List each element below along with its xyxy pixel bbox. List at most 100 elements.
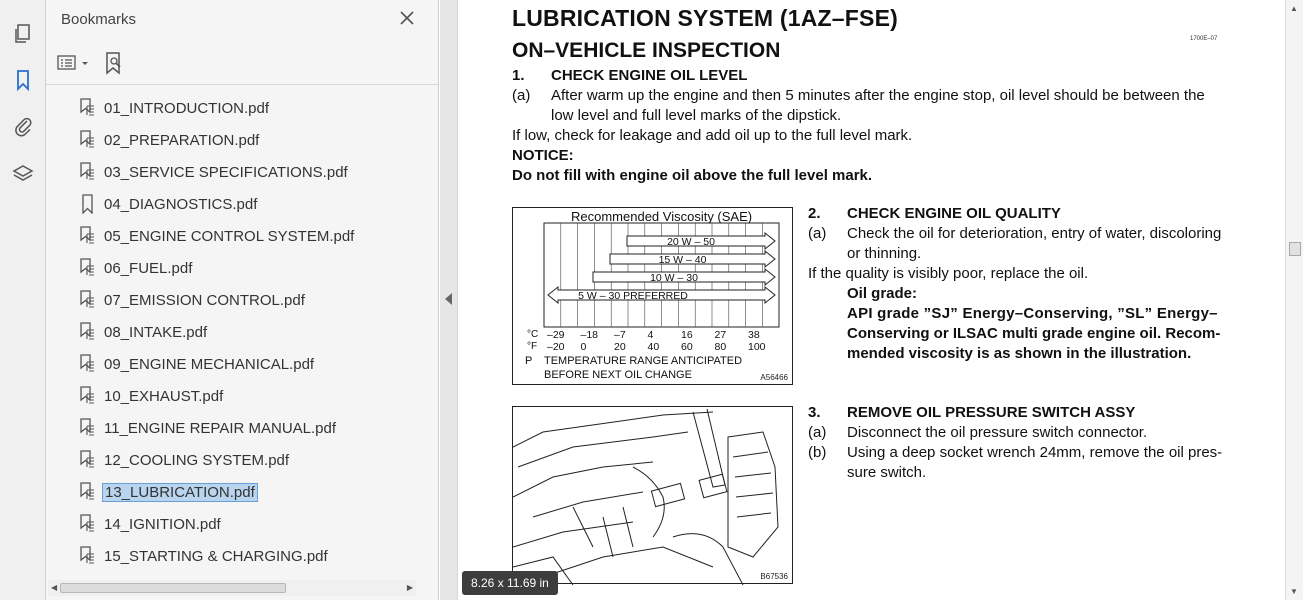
- bookmark-tree-icon: [78, 161, 98, 183]
- navigation-rail: [0, 0, 46, 600]
- horizontal-scroll-thumb[interactable]: [60, 583, 286, 593]
- bookmark-tree-icon: [78, 513, 98, 535]
- page-code: 1700E–07: [1190, 36, 1218, 42]
- temperature-note-1: TEMPERATURE RANGE ANTICIPATED: [544, 355, 743, 367]
- bookmark-label: 14_IGNITION.pdf: [104, 515, 221, 533]
- bookmark-item[interactable]: 03_SERVICE SPECIFICATIONS.pdf: [74, 160, 414, 184]
- step2a-line2: or thinning.: [847, 245, 922, 262]
- viscosity-bar: [609, 249, 776, 269]
- step3-title: REMOVE OIL PRESSURE SWITCH ASSY: [847, 404, 1136, 421]
- step1a-line2: low level and full level marks of the di…: [551, 107, 842, 124]
- bookmark-item[interactable]: 07_EMISSION CONTROL.pdf: [74, 288, 414, 312]
- scroll-left-arrow-icon[interactable]: ◀: [51, 583, 58, 592]
- document-vertical-scrollbar[interactable]: ▲ ▼: [1285, 0, 1303, 600]
- notice-label: NOTICE:: [512, 147, 574, 164]
- bookmark-item[interactable]: 04_DIAGNOSTICS.pdf: [74, 192, 414, 216]
- viscosity-bar-label: 5 W – 30 PREFERRED: [578, 290, 688, 302]
- bookmark-label: 06_FUEL.pdf: [104, 259, 193, 277]
- step1a-line1: After warm up the engine and then 5 minu…: [551, 87, 1205, 104]
- bookmarks-horizontal-scrollbar[interactable]: ◀ ▶: [48, 580, 416, 596]
- options-menu-button[interactable]: [56, 50, 92, 76]
- viscosity-bar-label: 15 W – 40: [659, 254, 707, 266]
- step3a-mark: (a): [808, 424, 827, 441]
- bookmark-item[interactable]: 09_ENGINE MECHANICAL.pdf: [74, 352, 414, 376]
- bookmark-label: 08_INTAKE.pdf: [104, 323, 208, 341]
- viscosity-chart-title: Recommended Viscosity (SAE): [571, 209, 753, 224]
- bookmark-tree-icon: [78, 257, 98, 279]
- viscosity-figure: 20 W – 50 15 W – 40 10 W – 30 5 W – 30 PREF…: [512, 207, 793, 385]
- pages-icon[interactable]: [9, 20, 37, 48]
- bookmark-label: 01_INTRODUCTION.pdf: [104, 99, 270, 117]
- step1a-mark: (a): [512, 87, 531, 104]
- scroll-up-arrow-icon[interactable]: ▲: [1290, 4, 1298, 13]
- bookmark-item[interactable]: 14_IGNITION.pdf: [74, 512, 414, 536]
- celsius-tick-label: 38: [748, 329, 760, 341]
- bookmark-tree-icon: [78, 225, 98, 247]
- step3a-text: Disconnect the oil pressure switch conne…: [847, 424, 1148, 441]
- bookmark-tree-icon: [78, 321, 98, 343]
- step2-title: CHECK ENGINE OIL QUALITY: [847, 205, 1061, 222]
- bookmark-item[interactable]: 05_ENGINE CONTROL SYSTEM.pdf: [74, 224, 414, 248]
- bookmark-label: 05_ENGINE CONTROL SYSTEM.pdf: [104, 227, 355, 245]
- bookmark-tree-icon: [78, 97, 98, 119]
- document-scroll-thumb[interactable]: [1289, 242, 1301, 256]
- step3b-line1: Using a deep socket wrench 24mm, remove …: [847, 444, 1223, 461]
- attachment-icon[interactable]: [9, 112, 37, 140]
- step1-low-text: If low, check for leakage and add oil up…: [512, 127, 913, 144]
- collapse-arrow-icon[interactable]: [445, 293, 452, 305]
- notice-text: Do not fill with engine oil above the fu…: [512, 167, 873, 184]
- close-icon[interactable]: [398, 9, 416, 27]
- bookmark-label: 12_COOLING SYSTEM.pdf: [104, 451, 290, 469]
- bookmark-label: 10_EXHAUST.pdf: [104, 387, 224, 405]
- bookmark-item[interactable]: 02_PREPARATION.pdf: [74, 128, 414, 152]
- bookmark-tree-icon: [78, 481, 98, 503]
- bookmark-label: 07_EMISSION CONTROL.pdf: [104, 291, 305, 309]
- bookmark-tree-icon: [78, 129, 98, 151]
- viscosity-bar-label: 20 W – 50: [667, 236, 715, 248]
- fahrenheit-tick-label: 80: [714, 341, 727, 353]
- new-bookmark-button[interactable]: [102, 50, 126, 76]
- bookmark-tree-icon: [78, 353, 98, 375]
- figure-code: B67536: [760, 572, 788, 581]
- bookmark-item[interactable]: 11_ENGINE REPAIR MANUAL.pdf: [74, 416, 414, 440]
- oil-grade-line: Conserving or ILSAC multi grade engine o…: [847, 325, 1221, 342]
- bookmark-tree-icon: [78, 385, 98, 407]
- bookmark-label: 03_SERVICE SPECIFICATIONS.pdf: [104, 163, 348, 181]
- celsius-tick-label: 27: [714, 329, 727, 341]
- scroll-right-arrow-icon[interactable]: ▶: [406, 583, 413, 592]
- layers-icon[interactable]: [9, 160, 37, 188]
- bookmark-label: 13_LUBRICATION.pdf: [102, 482, 258, 502]
- fahrenheit-tick-label: 100: [748, 341, 766, 353]
- step2a-line1: Check the oil for deterioration, entry o…: [847, 225, 1222, 242]
- viscosity-chart: 20 W – 50 15 W – 40 10 W – 30 5 W – 30 PREF…: [543, 222, 780, 328]
- document-page: LUBRICATION SYSTEM (1AZ–FSE) 1700E–07 ON…: [459, 0, 1284, 600]
- bookmark-item[interactable]: 13_LUBRICATION.pdf: [74, 480, 414, 504]
- bookmark-item[interactable]: 08_INTAKE.pdf: [74, 320, 414, 344]
- page-title: LUBRICATION SYSTEM (1AZ–FSE): [512, 5, 898, 31]
- collapse-panel-handle[interactable]: [440, 0, 458, 600]
- oil-grade-label: Oil grade:: [847, 285, 918, 302]
- bookmark-item[interactable]: 01_INTRODUCTION.pdf: [74, 96, 414, 120]
- section-heading: ON–VEHICLE INSPECTION: [512, 39, 781, 62]
- oil-grade-line: mended viscosity is as shown in the illu…: [847, 345, 1192, 362]
- fahrenheit-label: °F: [527, 341, 538, 352]
- step1-number: 1.: [512, 67, 525, 84]
- scroll-down-arrow-icon[interactable]: ▼: [1290, 587, 1298, 596]
- bookmark-item[interactable]: 06_FUEL.pdf: [74, 256, 414, 280]
- bookmark-icon[interactable]: [9, 66, 37, 94]
- step1-title: CHECK ENGINE OIL LEVEL: [551, 67, 748, 84]
- viscosity-bar-label: 10 W – 30: [650, 272, 698, 284]
- bookmark-item[interactable]: 10_EXHAUST.pdf: [74, 384, 414, 408]
- step2a-mark: (a): [808, 225, 827, 242]
- figure-code: A56466: [760, 373, 788, 382]
- fahrenheit-tick-label: 60: [681, 341, 693, 353]
- bookmark-item[interactable]: 15_STARTING & CHARGING.pdf: [74, 544, 414, 568]
- fahrenheit-tick-label: –20: [547, 341, 565, 353]
- bookmark-item[interactable]: 12_COOLING SYSTEM.pdf: [74, 448, 414, 472]
- viscosity-bar: [547, 285, 776, 305]
- bookmark-label: 11_ENGINE REPAIR MANUAL.pdf: [104, 419, 337, 437]
- bookmark-label: 09_ENGINE MECHANICAL.pdf: [104, 355, 315, 373]
- bookmark-icon: [78, 193, 98, 215]
- bookmark-tree-icon: [78, 417, 98, 439]
